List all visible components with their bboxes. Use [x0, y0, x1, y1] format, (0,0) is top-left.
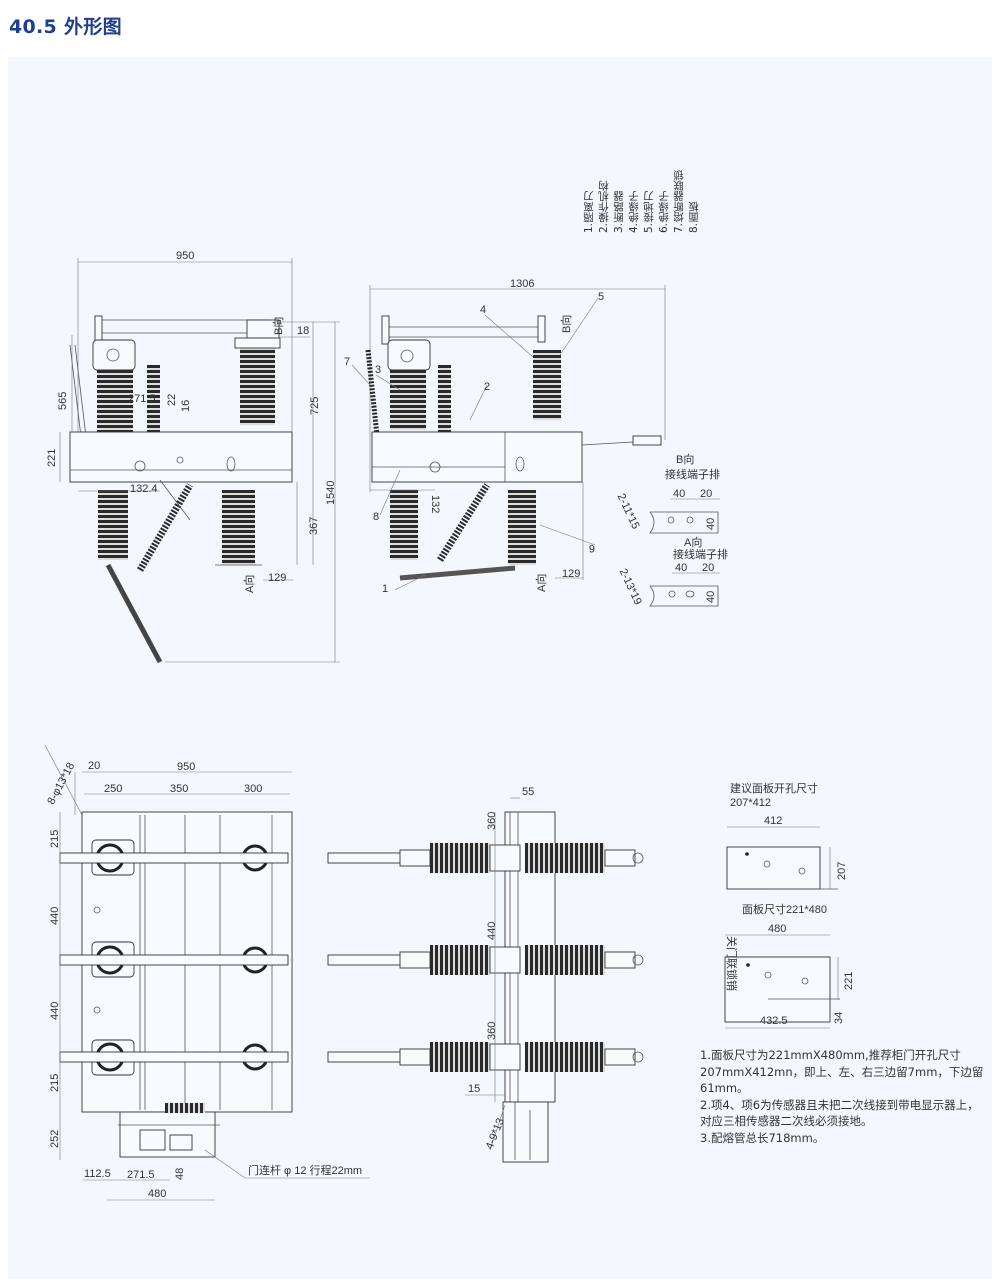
view-label: B向 — [271, 317, 285, 335]
plan-view: 8-φ13*18 20 950 250 350 300 215 440 — [44, 744, 370, 1201]
dim-label: 129 — [268, 572, 286, 584]
phase-insulator-row — [327, 1042, 644, 1072]
phase-a — [59, 839, 289, 876]
dim-label: 480 — [148, 1188, 166, 1200]
dim-label: 350 — [170, 783, 188, 795]
callout: 6 — [589, 542, 595, 554]
phase-c — [59, 1039, 289, 1076]
dim-label: 132.4 — [130, 483, 158, 495]
callout: 5 — [598, 291, 604, 303]
dim-label: 440 — [486, 922, 498, 940]
dim-label: 725 — [309, 397, 321, 415]
section-title: 40.5 外形图 — [9, 16, 122, 38]
terminal-a-detail: A向 接线端子排 2-13*19 40 20 40 — [617, 535, 728, 607]
note-item: 1.面板尺寸为221mmX480mm,推荐柜门开孔尺寸207mmX412mn，即… — [700, 1048, 984, 1095]
dim-label: 215 — [49, 1074, 61, 1092]
dim-label: 22 — [166, 394, 178, 406]
callout: 8 — [373, 511, 379, 523]
dim-label: 40 — [705, 518, 717, 530]
dim-label: 1306 — [510, 278, 534, 290]
dim-label: 16 — [180, 400, 192, 412]
dim-label: 48 — [174, 1168, 186, 1180]
door-rod-label: 门连杆 φ 12 行程22mm — [248, 1163, 362, 1177]
dim-label: 440 — [49, 907, 61, 925]
side-plan-view: 55 360 440 360 15 4-9*13 — [327, 786, 644, 1163]
panel-detail: 面板尺寸221*480 480 221 关门联锁销 432.5 34 — [724, 902, 855, 1029]
phase-insulator-row — [327, 843, 644, 873]
view-label: A向 — [534, 574, 548, 592]
callout: 2 — [484, 381, 490, 393]
dim-label: 300 — [244, 783, 262, 795]
dim-label: 40 — [673, 488, 685, 500]
panel-cutout-detail: 建议面板开孔尺寸 207*412 412 207 — [726, 781, 848, 890]
dim-label: 34 — [833, 1012, 845, 1024]
dim-label: 1540 — [325, 481, 337, 505]
dim-label: 40 — [675, 562, 687, 574]
callout: 1 — [382, 583, 388, 595]
dim-label: 565 — [57, 392, 69, 410]
interlock-label: 关门联锁销 — [725, 936, 739, 991]
callout: 4 — [480, 304, 486, 316]
dim-label: 20 — [702, 562, 714, 574]
dim-label: 112.5 — [84, 1168, 111, 1180]
dim-label: 129 — [562, 568, 580, 580]
dim-label: 40 — [705, 591, 717, 603]
terminal-b-detail: B向 接线端子排 2-11*15 40 20 40 — [615, 452, 720, 534]
dim-label: 55 — [522, 786, 534, 798]
dim-label: 215 — [49, 830, 61, 848]
note-item: 2.项4、项6为传感器且未把二次线接到带电显示器上，对应三相传感器二次线必须接地… — [700, 1097, 979, 1129]
dim-label: 480 — [768, 923, 786, 935]
dim-label: 18 — [297, 325, 309, 337]
hole-spec: 2-11*15 — [615, 492, 642, 531]
side-view: 1306 B向 132 129 A向 1 2 3 4 5 6 7 8 — [344, 278, 666, 595]
dim-label: 360 — [486, 812, 498, 830]
dim-label: 221 — [46, 449, 58, 467]
mechanism — [118, 1103, 220, 1158]
notes: 1.面板尺寸为221mmX480mm,推荐柜门开孔尺寸207mmX412mn，即… — [700, 1047, 990, 1146]
callout: 7 — [344, 356, 350, 368]
front-view: 950 B向 18 565 221 271.5 22 16 132.4 725 — [46, 250, 340, 664]
dim-label: 132 — [429, 495, 441, 513]
hole-spec: 2-13*19 — [617, 567, 644, 607]
dim-label: 20 — [700, 488, 712, 500]
dim-label: 432.5 — [760, 1015, 788, 1027]
dim-label: 207 — [836, 862, 848, 880]
terminal-label: 接线端子排 — [665, 467, 720, 481]
terminal-label: 接线端子排 — [673, 547, 728, 561]
dim-label: 250 — [104, 783, 122, 795]
view-label: B向 — [676, 452, 694, 466]
dim-label: 221 — [843, 972, 855, 990]
dim-label: 950 — [177, 761, 195, 773]
note-item: 3.配熔管总长718mm。 — [700, 1130, 825, 1145]
dim-label: 271.5 — [128, 393, 156, 405]
dim-label: 440 — [49, 1002, 61, 1020]
panel-title: 面板尺寸221*480 — [742, 902, 827, 916]
dim-label: 15 — [468, 1083, 480, 1095]
dim-label: 412 — [764, 815, 782, 827]
panel-cutout-size: 207*412 — [730, 797, 771, 809]
dim-label: 20 — [88, 760, 100, 772]
dim-label: 360 — [486, 1022, 498, 1040]
callout: 3 — [375, 364, 381, 376]
hole-spec: 8-φ13*18 — [45, 761, 77, 807]
dim-label: 271.5 — [127, 1169, 155, 1181]
dim-label: 252 — [49, 1130, 61, 1148]
phase-b — [59, 941, 289, 978]
panel-cutout-title: 建议面板开孔尺寸 — [730, 781, 818, 795]
view-label: A向 — [684, 535, 702, 549]
phase-insulator-row — [327, 945, 644, 975]
dim-label: 367 — [308, 517, 320, 535]
view-label: B向 — [559, 315, 573, 333]
dim-label: 950 — [176, 250, 194, 262]
view-label: A向 — [242, 575, 256, 593]
